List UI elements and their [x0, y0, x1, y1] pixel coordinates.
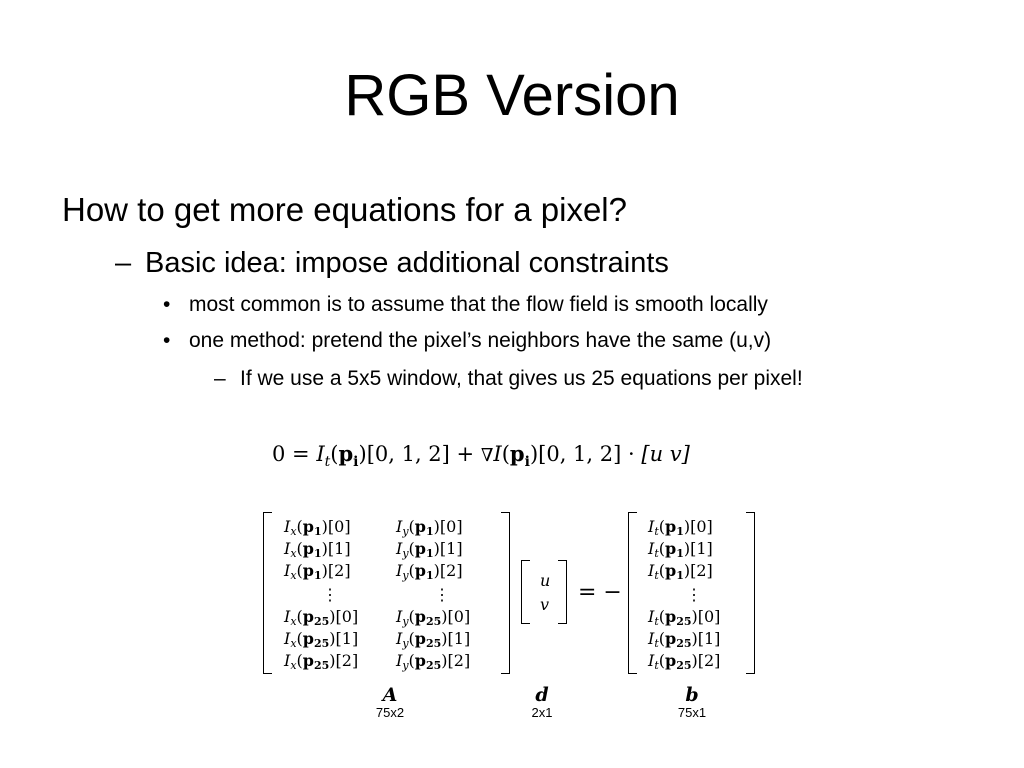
- matrix-entry: Ix(p1)[2]: [284, 561, 351, 582]
- eq-dot: ·: [628, 442, 635, 466]
- label-b-symbol: b: [685, 684, 699, 706]
- vector-d-right-bracket: [558, 560, 567, 624]
- vertical-dots: ⋮: [686, 585, 702, 604]
- matrix-entry: Iy(p1)[0]: [396, 517, 463, 538]
- vector-b-right-bracket: [746, 512, 755, 674]
- bullet-level3-text: most common is to assume that the flow f…: [189, 293, 768, 316]
- matrix-entry: It(p25)[1]: [648, 629, 721, 650]
- matrix-entry: Ix(p25)[1]: [284, 629, 359, 650]
- matrix-entry: Ix(p25)[0]: [284, 607, 359, 628]
- slide-title: RGB Version: [344, 63, 680, 128]
- eq-plus: +: [456, 442, 475, 466]
- matrix-entry: Iy(p25)[1]: [396, 629, 471, 650]
- vector-b-left-bracket: [628, 512, 637, 674]
- eq-channels: [0, 1, 2]: [538, 442, 622, 466]
- label-d-symbol: d: [535, 684, 549, 706]
- bullet-level4-text: If we use a 5x5 window, that gives us 25…: [240, 367, 803, 390]
- eq-lhs: 0 =: [272, 442, 310, 466]
- bullet-level4: –If we use a 5x5 window, that gives us 2…: [214, 366, 803, 392]
- eq-i: I: [316, 442, 325, 466]
- dash-marker: –: [115, 247, 132, 279]
- eq-sub-i: i: [524, 454, 530, 470]
- dash-marker: –: [214, 367, 226, 390]
- eq-sub-t: t: [324, 454, 331, 470]
- label-b-dim: 75x1: [677, 705, 707, 720]
- matrix-a-right-bracket: [501, 512, 510, 674]
- bullet-level2-text: Basic idea: impose additional constraint…: [145, 247, 669, 279]
- matrix-entry: It(p1)[2]: [648, 561, 713, 582]
- bullet-level3-2: • one method: pretend the pixel’s neighbo…: [163, 328, 771, 354]
- vector-d-v: v: [540, 595, 550, 614]
- matrix-entry: Ix(p1)[1]: [284, 539, 351, 560]
- equals-minus-sign: = −: [578, 580, 622, 605]
- label-d: d 2x1: [512, 684, 572, 720]
- bullet-level3-1: • most common is to assume that the flow …: [163, 292, 768, 318]
- bullet-level2: –Basic idea: impose additional constrain…: [115, 246, 669, 280]
- vertical-dots: ⋮: [434, 585, 450, 604]
- eq-sub-i: i: [353, 454, 359, 470]
- matrix-entry: Iy(p1)[2]: [396, 561, 463, 582]
- matrix-equation: Ix(p1)[0]Ix(p1)[1]Ix(p1)[2]⋮Ix(p25)[0]Ix…: [256, 512, 776, 677]
- eq-uv: [u v]: [641, 442, 690, 466]
- bullet-level3-text: one method: pretend the pixel’s neighbor…: [189, 329, 772, 352]
- label-a-dim: 75x2: [375, 705, 405, 720]
- brightness-constancy-equation: 0 = It(pi)[0, 1, 2] + ∇I(pi)[0, 1, 2] · …: [272, 441, 690, 470]
- eq-p: p: [338, 441, 354, 466]
- label-a: A 75x2: [360, 684, 420, 720]
- matrix-entry: Ix(p25)[2]: [284, 651, 359, 672]
- dot-marker: •: [163, 293, 171, 316]
- vector-d-u: u: [540, 571, 551, 590]
- matrix-entry: Iy(p25)[0]: [396, 607, 471, 628]
- label-a-symbol: A: [382, 684, 398, 706]
- matrix-entry: It(p25)[0]: [648, 607, 721, 628]
- vector-d-left-bracket: [521, 560, 530, 624]
- matrix-a-left-bracket: [263, 512, 272, 674]
- dot-marker: •: [163, 329, 171, 352]
- matrix-entry: It(p1)[0]: [648, 517, 713, 538]
- matrix-entry: Iy(p25)[2]: [396, 651, 471, 672]
- label-d-dim: 2x1: [531, 705, 553, 720]
- bullet-level1-text: How to get more equations for a pixel?: [62, 191, 627, 228]
- vertical-dots: ⋮: [322, 585, 338, 604]
- matrix-entry: It(p1)[1]: [648, 539, 713, 560]
- eq-i: I: [493, 442, 502, 466]
- matrix-entry: Iy(p1)[1]: [396, 539, 463, 560]
- nabla-symbol: ∇: [480, 445, 494, 466]
- eq-channels: [0, 1, 2]: [366, 442, 450, 466]
- eq-p: p: [509, 441, 525, 466]
- matrix-entry: Ix(p1)[0]: [284, 517, 351, 538]
- bullet-level1: How to get more equations for a pixel?: [62, 190, 627, 230]
- label-b: b 75x1: [662, 684, 722, 720]
- matrix-entry: It(p25)[2]: [648, 651, 721, 672]
